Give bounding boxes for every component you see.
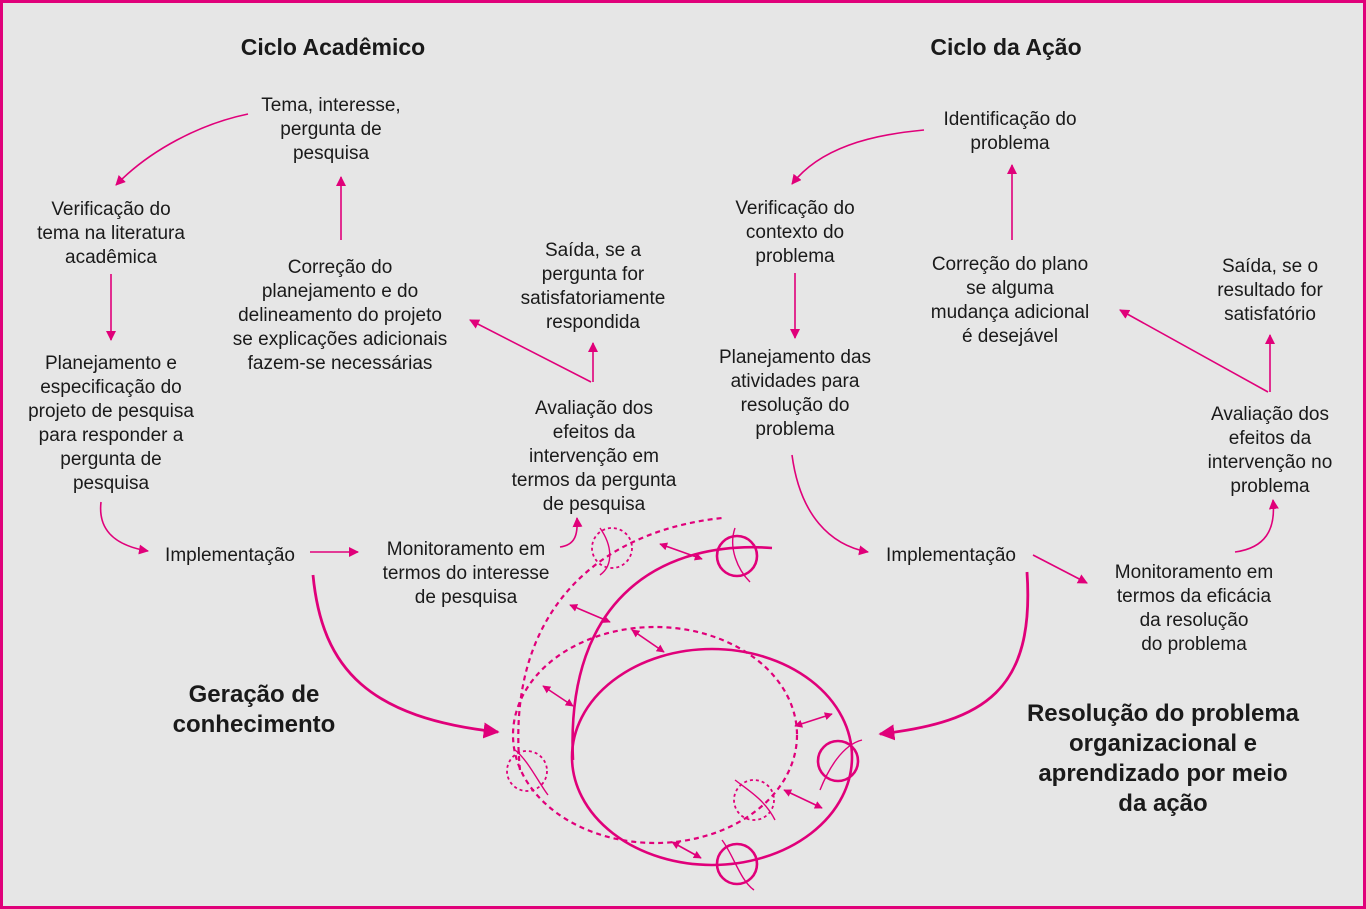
action-evaluation-node-line-3: intervenção no	[1208, 452, 1333, 473]
academic-correction-node-line-5: fazem-se necessárias	[248, 353, 433, 374]
arrow-planning-to-implementation	[99, 501, 149, 555]
action-correction-node-line-2: se alguma	[966, 278, 1054, 299]
academic-evaluation-node-line-1: Avaliação dos	[535, 398, 653, 419]
arrow-evaluation-to-correction-action	[1119, 309, 1269, 393]
academic-evaluation-node: Avaliação dos efeitos da intervenção em ter…	[512, 398, 677, 515]
academic-theme-node: Tema, interesse, pergunta de pesquisa	[261, 95, 400, 164]
academic-exit-node-line-3: satisfatoriamente	[521, 288, 666, 309]
academic-planning-node-line-4: para responder a	[39, 425, 184, 446]
academic-evaluation-node-line-4: termos da pergunta	[512, 470, 677, 491]
action-monitoring-node: Monitoramento em termos da eficácia da res…	[1115, 562, 1273, 655]
action-evaluation-node-line-1: Avaliação dos	[1211, 404, 1329, 425]
academic-monitoring-node-line-1: Monitoramento em	[387, 539, 545, 560]
problem-resolution-label: Resolução do problema organizacional e apr…	[1027, 700, 1300, 817]
arrow-identify-to-verify	[791, 129, 925, 185]
academic-correction-node-line-1: Correção do	[288, 257, 393, 278]
academic-planning-node: Planejamento e especificação do projeto de…	[28, 353, 194, 494]
spiral-interaction-arrows	[542, 542, 833, 859]
action-planning-node-line-3: resolução do	[741, 395, 850, 416]
academic-theme-node-line-3: pesquisa	[293, 143, 369, 164]
problem-resolution-label-line-2: organizacional e	[1069, 730, 1257, 757]
academic-verify-node-line-1: Verificação do	[51, 199, 170, 220]
academic-planning-node-line-6: pesquisa	[73, 473, 149, 494]
action-verify-node-line-1: Verificação do	[735, 198, 854, 219]
arrow-action-implementation-to-spiral	[878, 571, 1030, 741]
action-planning-node: Planejamento das atividades para resolução…	[719, 347, 871, 440]
arrow-implementation-to-monitoring-action	[1032, 554, 1088, 584]
action-planning-node-line-2: atividades para	[731, 371, 860, 392]
action-evaluation-node-line-2: efeitos da	[1229, 428, 1312, 449]
academic-verify-node: Verificação do tema na literatura acadêmic…	[37, 199, 185, 268]
academic-exit-node-line-1: Saída, se a	[545, 240, 642, 261]
problem-resolution-label-line-4: da ação	[1118, 790, 1207, 817]
academic-verify-node-line-3: acadêmica	[65, 247, 157, 268]
academic-exit-node-line-4: respondida	[546, 312, 640, 333]
academic-planning-node-line-1: Planejamento e	[45, 353, 177, 374]
problem-resolution-label-line-3: aprendizado por meio	[1038, 760, 1287, 787]
arrow-evaluation-to-correction	[469, 319, 592, 383]
action-correction-node-line-3: mudança adicional	[931, 302, 1089, 323]
academic-correction-node: Correção do planejamento e do delineamento…	[233, 257, 447, 374]
action-correction-node: Correção do plano se alguma mudança adicio…	[931, 254, 1089, 347]
academic-cycle-title: Ciclo Acadêmico	[241, 34, 425, 60]
action-spiral	[570, 527, 863, 891]
action-planning-node-line-4: problema	[755, 419, 835, 440]
action-identify-node-line-2: problema	[970, 133, 1050, 154]
action-exit-node-line-3: satisfatório	[1224, 304, 1316, 325]
knowledge-generation-label-line-2: conhecimento	[173, 711, 336, 738]
action-identify-node: Identificação do problema	[943, 109, 1076, 154]
academic-correction-node-line-2: planejamento e do	[262, 281, 418, 302]
action-evaluation-node: Avaliação dos efeitos da intervenção no pro…	[1208, 404, 1333, 497]
arrow-monitoring-to-evaluation-action	[1234, 499, 1279, 553]
academic-correction-node-line-4: se explicações adicionais	[233, 329, 447, 350]
action-implementation-node-line-1: Implementação	[886, 545, 1016, 566]
academic-exit-node-line-2: pergunta for	[542, 264, 645, 285]
problem-resolution-label-line-1: Resolução do problema	[1027, 700, 1300, 727]
academic-implementation-node: Implementação	[165, 545, 295, 566]
arrow-planning-to-implementation-action	[791, 454, 869, 556]
academic-monitoring-node-line-3: de pesquisa	[415, 587, 518, 608]
academic-evaluation-node-line-2: efeitos da	[553, 422, 636, 443]
action-monitoring-node-line-3: da resolução	[1140, 610, 1249, 631]
academic-theme-node-line-2: pergunta de	[280, 119, 381, 140]
action-planning-node-line-1: Planejamento das	[719, 347, 871, 368]
academic-planning-node-line-5: pergunta de	[60, 449, 161, 470]
arrow-theme-to-verify	[115, 113, 249, 186]
action-verify-node-line-2: contexto do	[746, 222, 844, 243]
academic-monitoring-node-line-2: termos do interesse	[383, 563, 550, 584]
academic-evaluation-node-line-5: de pesquisa	[543, 494, 646, 515]
academic-theme-node-line-1: Tema, interesse,	[261, 95, 400, 116]
action-verify-node-line-3: problema	[755, 246, 835, 267]
academic-monitoring-node: Monitoramento em termos do interesse de pe…	[383, 539, 550, 608]
academic-correction-node-line-3: delineamento do projeto	[238, 305, 442, 326]
arrow-implementation-to-spiral	[311, 574, 500, 739]
action-correction-node-line-1: Correção do plano	[932, 254, 1088, 275]
action-verify-node: Verificação do contexto do problema	[735, 198, 854, 267]
action-monitoring-node-line-4: do problema	[1141, 634, 1247, 655]
knowledge-generation-label-line-1: Geração de	[189, 681, 320, 708]
action-monitoring-node-line-1: Monitoramento em	[1115, 562, 1273, 583]
action-implementation-node: Implementação	[886, 545, 1016, 566]
academic-planning-node-line-2: especificação do	[40, 377, 182, 398]
action-monitoring-node-line-2: termos da eficácia	[1117, 586, 1272, 607]
action-exit-node-line-1: Saída, se o	[1222, 256, 1318, 277]
action-correction-node-line-4: é desejável	[962, 326, 1058, 347]
academic-spiral	[506, 516, 799, 845]
action-identify-node-line-1: Identificação do	[943, 109, 1076, 130]
academic-planning-node-line-3: projeto de pesquisa	[28, 401, 194, 422]
action-exit-node: Saída, se o resultado for satisfatório	[1217, 256, 1323, 325]
knowledge-generation-label: Geração de conhecimento	[173, 681, 336, 738]
arrow-monitoring-to-evaluation	[559, 517, 583, 548]
academic-implementation-node-line-1: Implementação	[165, 545, 295, 566]
action-cycle-title: Ciclo da Ação	[930, 34, 1081, 60]
academic-evaluation-node-line-3: intervenção em	[529, 446, 659, 467]
academic-verify-node-line-2: tema na literatura	[37, 223, 185, 244]
action-evaluation-node-line-4: problema	[1230, 476, 1310, 497]
academic-exit-node: Saída, se a pergunta for satisfatoriamente…	[521, 240, 666, 333]
action-exit-node-line-2: resultado for	[1217, 280, 1323, 301]
